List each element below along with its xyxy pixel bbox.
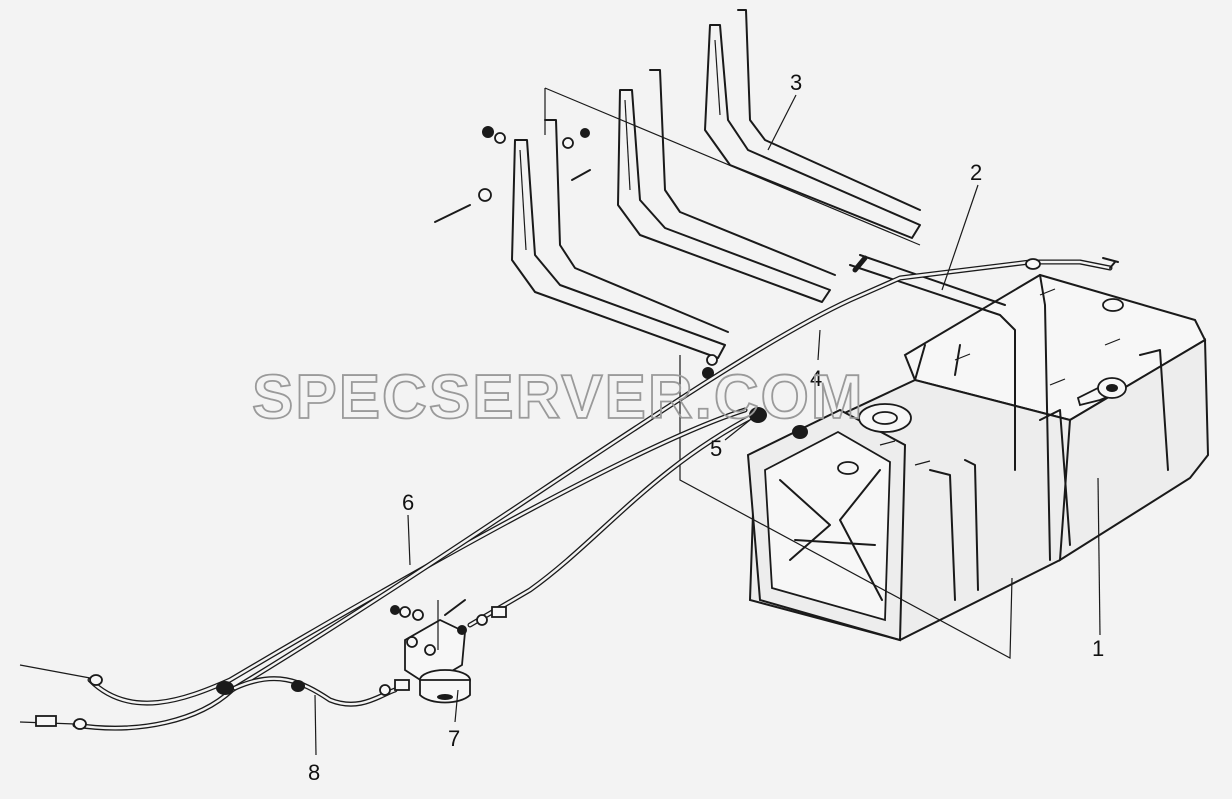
fuel-filter [379, 599, 507, 704]
callout-2: 2 [970, 160, 982, 185]
line-clip [216, 681, 234, 695]
mounting-bracket-middle [617, 69, 836, 303]
grommet-5 [749, 407, 767, 423]
sender-unit [858, 403, 912, 433]
tank-strap [849, 254, 1016, 471]
drain-fitting [837, 461, 859, 475]
bracket-hardware [434, 126, 718, 379]
callout-5: 5 [710, 436, 722, 461]
grommet [291, 680, 305, 692]
callout-3: 3 [790, 70, 802, 95]
fuel-tank [746, 273, 1210, 642]
mounting-bracket-front [511, 119, 729, 359]
callout-7: 7 [448, 726, 460, 751]
filler-cap [1076, 377, 1127, 407]
callout-leaders [314, 94, 1101, 756]
callout-4: 4 [810, 366, 822, 391]
callout-8: 8 [308, 760, 320, 785]
mounting-bracket-rear [704, 9, 921, 239]
watermark-text: SPECSERVER.COM [252, 363, 865, 432]
callout-6: 6 [402, 490, 414, 515]
fuel-lines [19, 257, 1119, 731]
callout-1: 1 [1092, 636, 1104, 661]
vent-fitting [1102, 298, 1124, 312]
